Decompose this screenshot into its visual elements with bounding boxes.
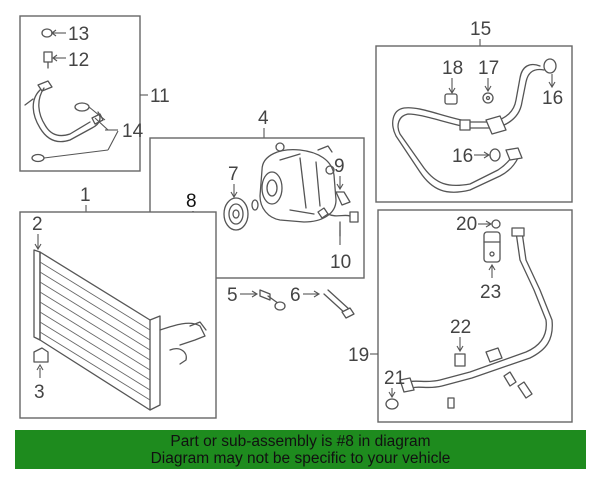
part-9-sensor: [335, 176, 351, 206]
label-7[interactable]: 7: [228, 164, 239, 185]
part-17-valve: [482, 78, 494, 104]
part-10-harness: [317, 207, 359, 245]
label-15[interactable]: 15: [470, 19, 491, 40]
part-16-oring-top: [543, 58, 557, 89]
part-6-bolt: 6: [290, 285, 355, 319]
part-5-bolt: 5: [227, 285, 286, 311]
banner-line-2: Diagram may not be specific to your vehi…: [150, 450, 451, 467]
label-17[interactable]: 17: [478, 58, 499, 79]
part-14-hose: [24, 80, 119, 163]
box-group-4: 4 7 9: [149, 108, 365, 279]
box-11: [19, 15, 141, 172]
label-12[interactable]: 12: [68, 50, 89, 71]
banner-line-1: Part or sub-assembly is #8 in diagram: [170, 433, 431, 450]
label-19[interactable]: 19: [348, 345, 369, 366]
label-6[interactable]: 6: [290, 285, 301, 306]
box-group-11: 13 12 14 11: [19, 15, 170, 172]
label-20[interactable]: 20: [456, 214, 477, 235]
label-16-top[interactable]: 16: [542, 88, 563, 109]
label-22[interactable]: 22: [450, 317, 471, 338]
part-22-valve: [454, 337, 466, 367]
label-5[interactable]: 5: [227, 285, 238, 306]
label-2[interactable]: 2: [32, 214, 43, 235]
box-group-1: 1 2 3: [19, 185, 217, 419]
part-23-drier: [483, 231, 501, 278]
box-15: [375, 45, 573, 203]
part-12-valve: [43, 51, 66, 69]
part-3-cap: [33, 347, 49, 378]
label-1[interactable]: 1: [80, 185, 91, 206]
label-11[interactable]: 11: [150, 86, 170, 107]
part-13-oring: [41, 28, 66, 38]
label-3[interactable]: 3: [34, 382, 45, 403]
label-4[interactable]: 4: [258, 108, 269, 129]
label-9[interactable]: 9: [334, 156, 345, 177]
label-10[interactable]: 10: [330, 252, 351, 273]
part-16-oring-bottom: [474, 148, 501, 162]
box-group-19: 19 20 23 22: [348, 209, 573, 423]
part-21-oring: [385, 388, 399, 410]
label-21[interactable]: 21: [384, 368, 405, 389]
info-banner: Part or sub-assembly is #8 in diagram Di…: [15, 430, 586, 469]
part-15-pipe: [392, 63, 545, 193]
part-7-pulley: [223, 184, 259, 231]
part-18-cap: [444, 78, 458, 105]
label-13[interactable]: 13: [68, 24, 89, 45]
part-19-pipe: [399, 227, 553, 409]
box-group-15: 15 18 17 16 16: [375, 19, 573, 203]
part-1-condenser: [33, 249, 207, 411]
label-16-bottom[interactable]: 16: [452, 146, 473, 167]
label-14[interactable]: 14: [122, 121, 144, 142]
label-23[interactable]: 23: [480, 282, 501, 303]
part-20-oring: [478, 219, 501, 229]
label-8[interactable]: 8: [186, 191, 197, 212]
label-18[interactable]: 18: [442, 58, 463, 79]
part-4-compressor: [259, 142, 337, 223]
